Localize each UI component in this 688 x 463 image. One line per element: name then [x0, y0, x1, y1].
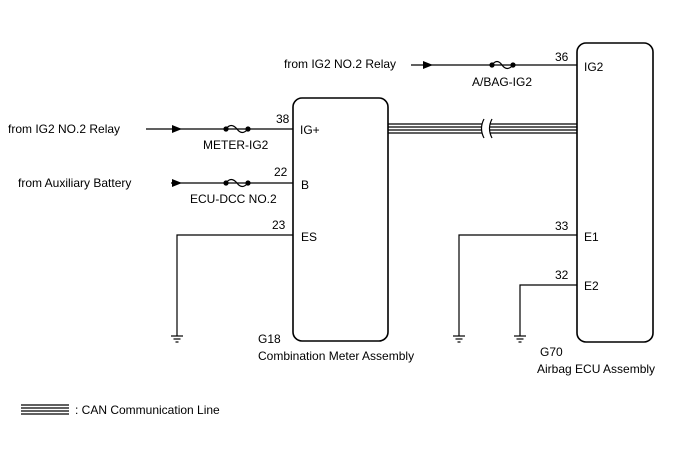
meter-terminal-b: B	[301, 178, 309, 192]
airbag-e1-ground-circuit: 33 E1	[453, 219, 599, 343]
airbag-terminal-e1: E1	[584, 230, 599, 244]
airbag-terminal-e2: E2	[584, 279, 599, 293]
can-bus-line	[388, 118, 577, 139]
ground-icon	[171, 335, 183, 343]
meter-ig-fuse-label: METER-IG2	[203, 138, 269, 152]
airbag-fuse-icon	[489, 60, 516, 70]
ground-icon	[514, 335, 526, 343]
airbag-pin-32: 32	[555, 268, 569, 282]
can-line-legend-label: : CAN Communication Line	[75, 403, 220, 417]
meter-ig-source-label: from IG2 NO.2 Relay	[8, 122, 120, 136]
meter-ig-circuit: from IG2 NO.2 Relay METER-IG2 38 IG+	[8, 112, 320, 152]
meter-b-fuse-icon	[223, 178, 251, 188]
airbag-ecu-code: G70	[540, 345, 563, 359]
airbag-e2-ground-circuit: 32 E2	[514, 268, 599, 343]
airbag-e1-wire	[458, 234, 577, 336]
combination-meter-assembly: G18 Combination Meter Assembly	[258, 97, 414, 363]
airbag-terminal-ig2: IG2	[584, 60, 604, 74]
line-break-icon	[480, 118, 493, 139]
meter-name: Combination Meter Assembly	[258, 349, 414, 363]
can-line-legend-swatch	[21, 404, 69, 415]
meter-pin-22: 22	[274, 165, 288, 179]
meter-b-circuit: from Auxiliary Battery ECU-DCC NO.2 22 B	[18, 165, 309, 206]
meter-pin-23: 23	[272, 218, 286, 232]
airbag-ig2-arrow-icon	[423, 61, 433, 69]
meter-terminal-es: ES	[301, 230, 317, 244]
airbag-ig2-source-label: from IG2 NO.2 Relay	[284, 57, 396, 71]
airbag-ig2-circuit: from IG2 NO.2 Relay A/BAG-IG2 36 IG2	[284, 50, 604, 89]
legend: : CAN Communication Line	[21, 403, 220, 417]
meter-pin-38: 38	[276, 112, 290, 126]
airbag-pin-36: 36	[555, 50, 569, 64]
airbag-ecu-name: Airbag ECU Assembly	[537, 362, 655, 376]
ground-icon	[453, 335, 465, 343]
airbag-ecu-box	[576, 42, 654, 343]
meter-es-wire	[176, 234, 293, 336]
meter-es-ground-circuit: 23 ES	[171, 218, 317, 343]
meter-b-source-label: from Auxiliary Battery	[18, 176, 131, 190]
meter-code: G18	[258, 332, 281, 346]
meter-terminal-ig: IG+	[300, 123, 320, 137]
airbag-pin-33: 33	[555, 219, 569, 233]
meter-ig-fuse-icon	[223, 124, 251, 134]
airbag-e2-wire	[519, 284, 577, 336]
meter-b-fuse-label: ECU-DCC NO.2	[190, 192, 277, 206]
airbag-ecu-assembly: G70 Airbag ECU Assembly	[537, 42, 655, 376]
combination-meter-box	[292, 97, 389, 342]
airbag-fuse-label: A/BAG-IG2	[472, 75, 532, 89]
meter-b-arrow-icon	[172, 179, 182, 187]
meter-ig-arrow-icon	[172, 125, 182, 133]
